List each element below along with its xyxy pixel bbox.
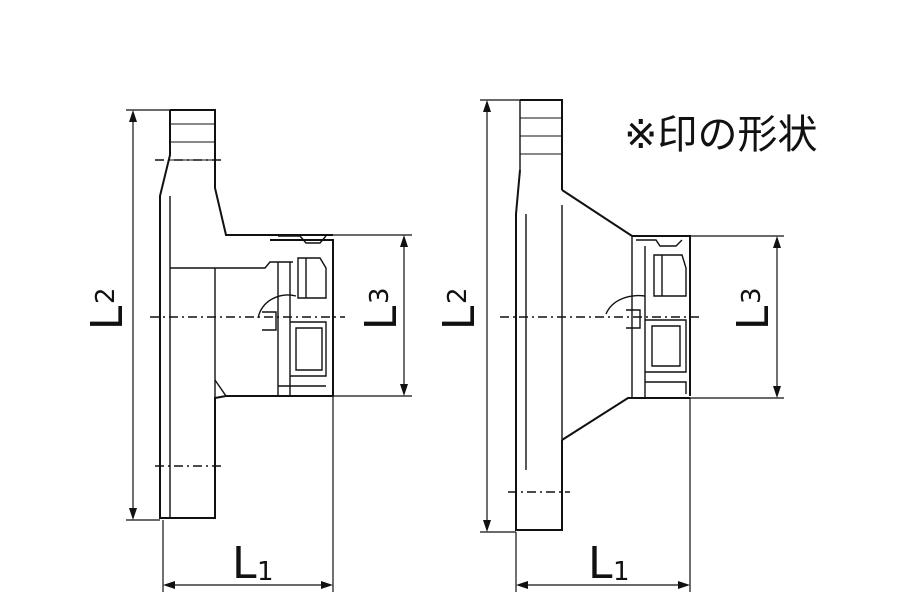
left-fitting bbox=[150, 109, 345, 519]
right-fitting bbox=[500, 99, 700, 531]
left-dim-l1: L 1 bbox=[162, 396, 334, 592]
right-dim-l3: L 3 bbox=[690, 235, 784, 399]
left-l1-letter: L bbox=[232, 538, 257, 589]
right-dim-l1: L 1 bbox=[515, 398, 691, 592]
right-l3-subscript: 3 bbox=[737, 287, 767, 304]
right-l1-subscript: 1 bbox=[613, 557, 630, 587]
right-dim-l2: L 2 bbox=[434, 99, 520, 533]
left-dim-l2: L 2 bbox=[82, 109, 170, 521]
left-l3-letter: L bbox=[356, 305, 407, 330]
right-l1-letter: L bbox=[588, 538, 613, 589]
left-l2-subscript: 2 bbox=[91, 287, 121, 304]
shape-note: ※印の形状 bbox=[624, 112, 818, 158]
right-l2-letter: L bbox=[434, 305, 485, 330]
left-dim-l3: L 3 bbox=[333, 234, 412, 397]
left-l3-subscript: 3 bbox=[365, 287, 395, 304]
right-l3-letter: L bbox=[728, 305, 779, 330]
right-l2-subscript: 2 bbox=[443, 287, 473, 304]
left-l1-subscript: 1 bbox=[257, 557, 274, 587]
left-l2-letter: L bbox=[82, 305, 133, 330]
